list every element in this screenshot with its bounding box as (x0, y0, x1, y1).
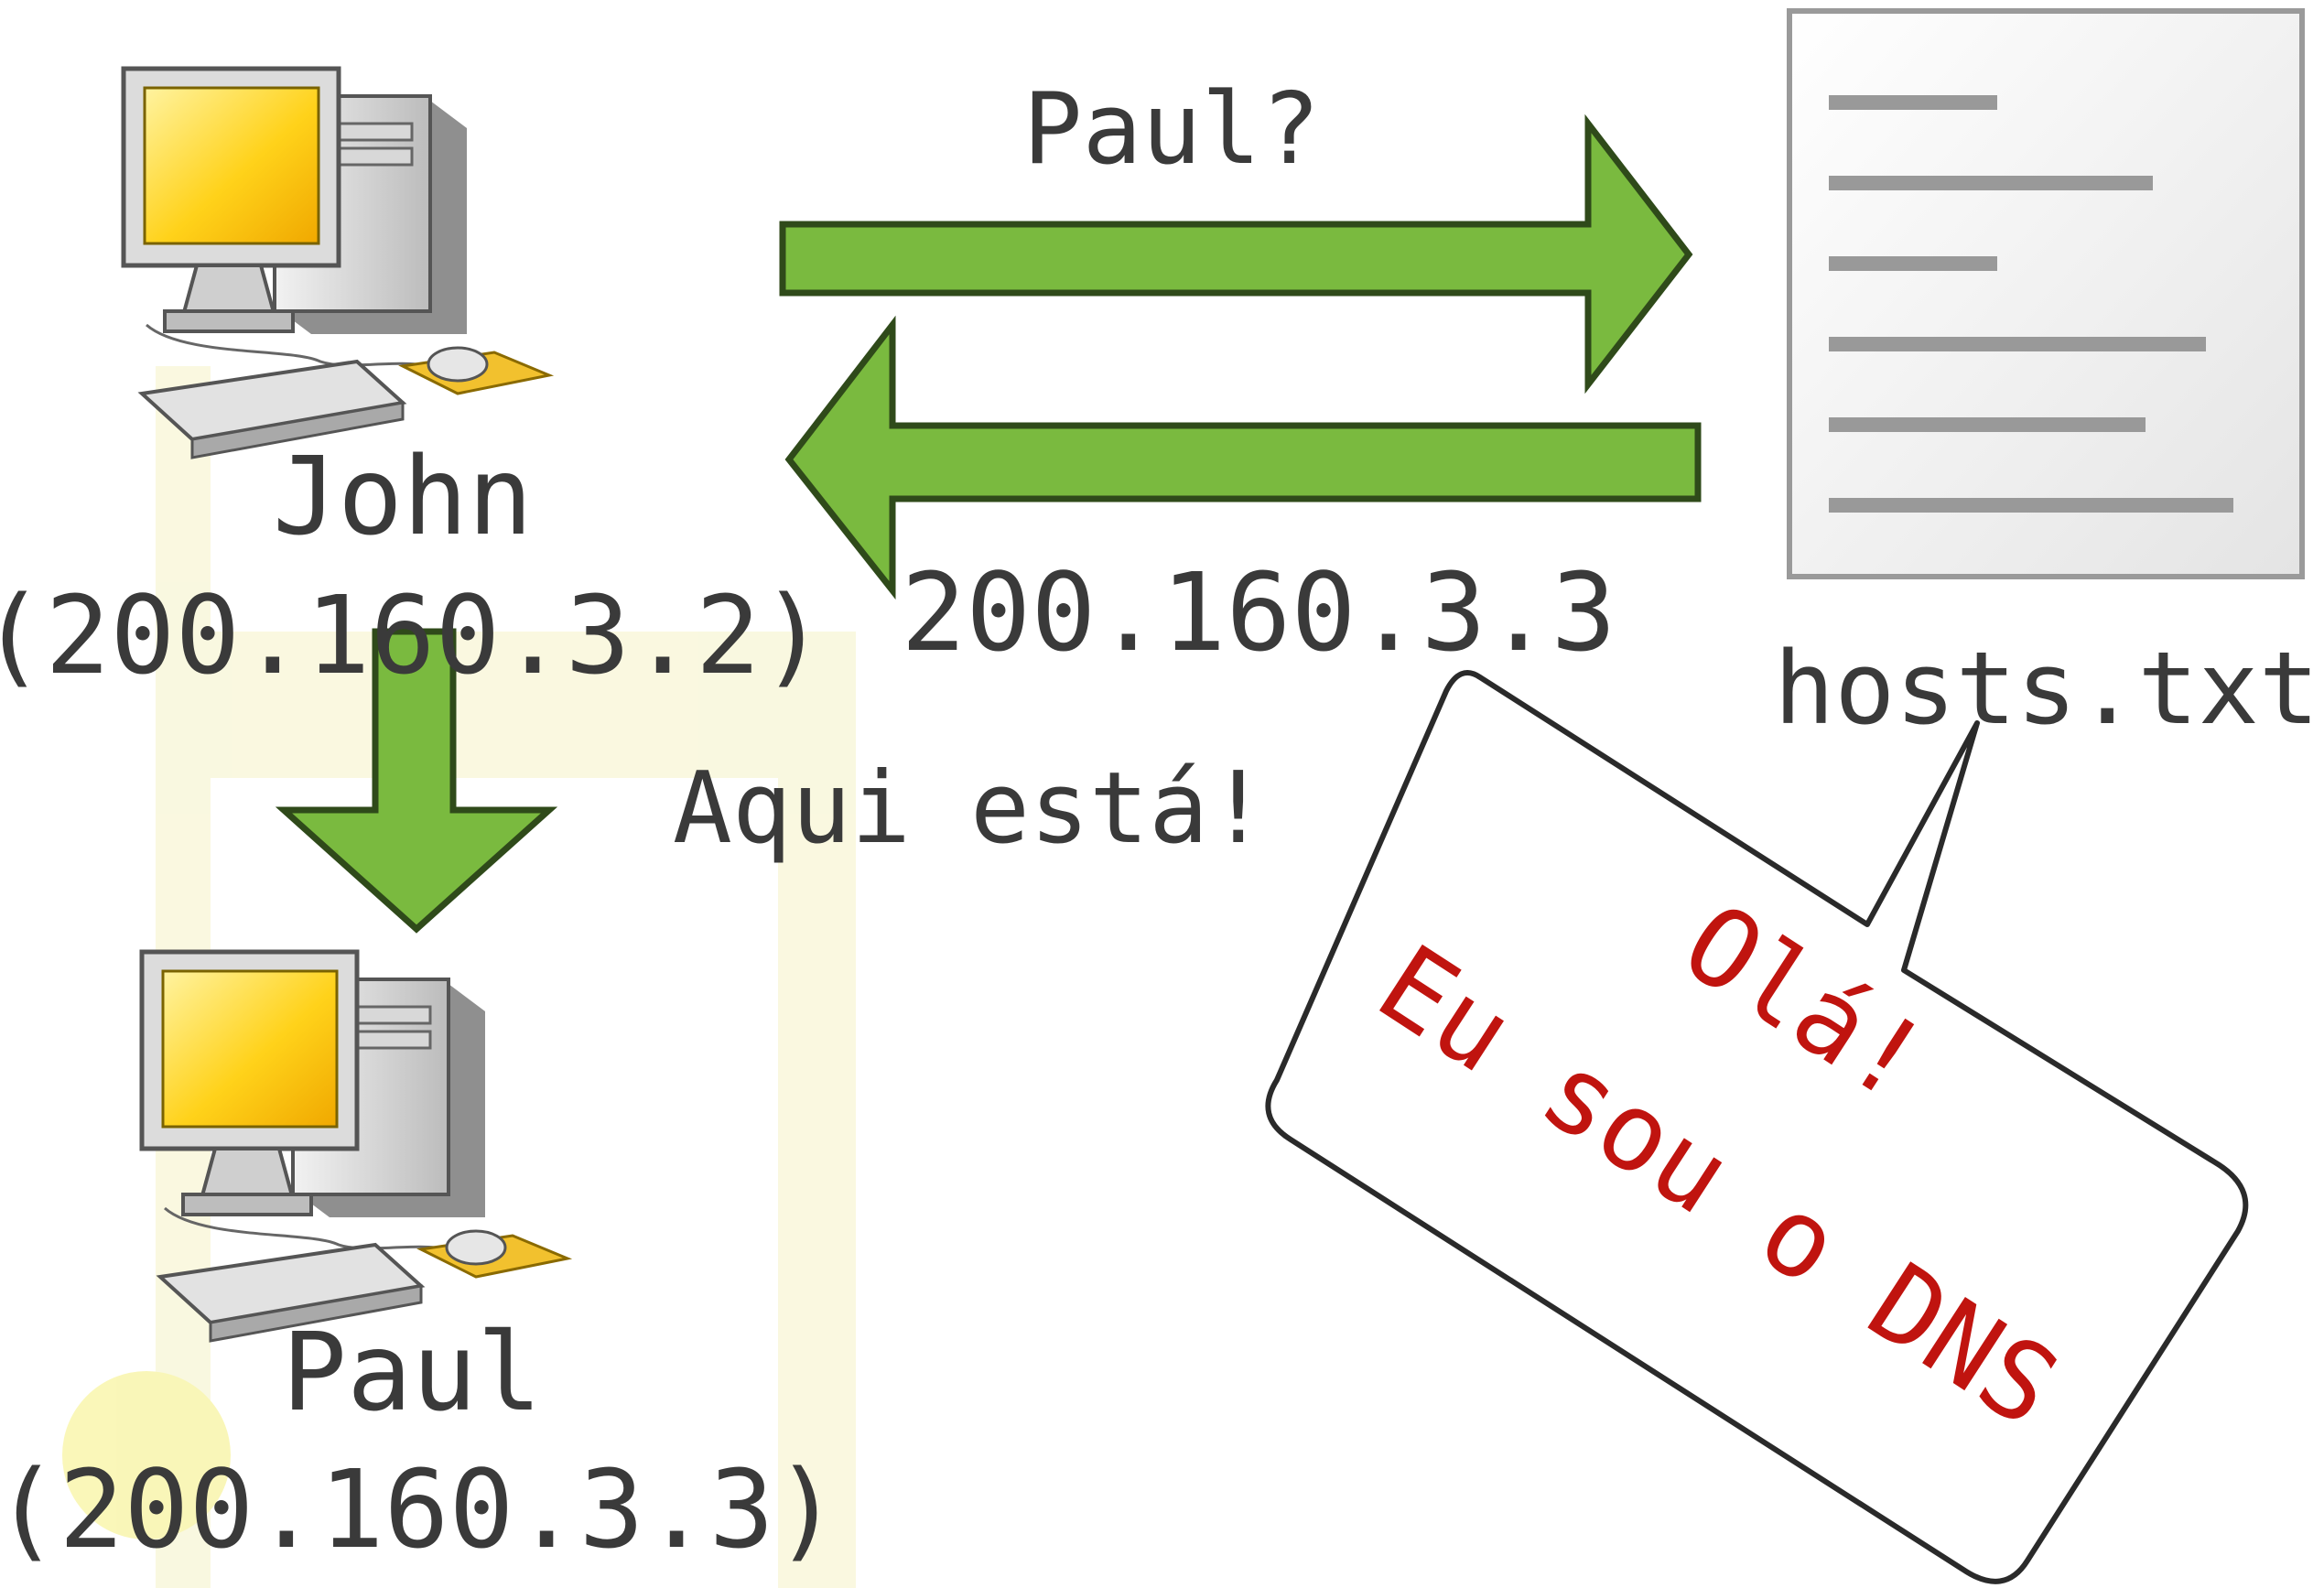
request-arrow (779, 113, 1693, 394)
john-name-label: John (273, 433, 533, 559)
john-computer-icon (124, 69, 549, 458)
john-ip-label: (200.160.3.2) (0, 572, 826, 698)
hosts-file-label: hosts.txt (1774, 630, 2319, 747)
speech-bubble: Olá! Eu sou o DNS (1265, 670, 2249, 1584)
response-arrow (784, 315, 1702, 600)
request-label: Paul? (1022, 72, 1320, 187)
paul-ip-label: (200.160.3.3) (0, 1446, 839, 1572)
connect-label: Aqui está! (673, 751, 1268, 866)
hosts-file-icon (1787, 8, 2305, 579)
paul-name-label: Paul (282, 1309, 542, 1435)
response-label: 200.160.3.3 (901, 549, 1616, 675)
paul-computer-icon (142, 952, 567, 1341)
connect-arrow (275, 628, 558, 934)
watermark-logo (62, 366, 856, 1588)
